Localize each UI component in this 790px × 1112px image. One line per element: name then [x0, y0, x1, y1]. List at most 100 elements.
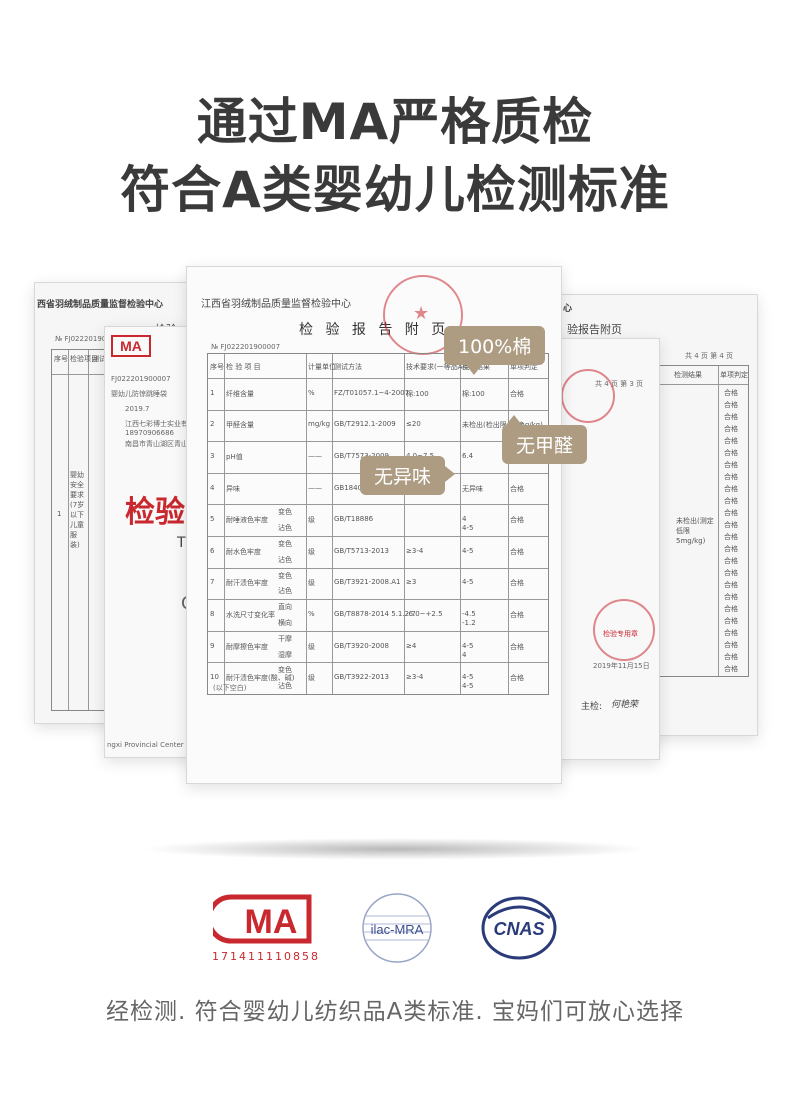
doc-right2-sign: 主检: — [581, 702, 603, 712]
table-cell-no: 9 — [210, 641, 215, 650]
doc-right-judge-cell: 合格 — [724, 665, 738, 673]
doc-right-judge-cell: 合格 — [724, 389, 738, 397]
cover-big-title: 检验 — [125, 495, 185, 530]
bubble-cotton: 100%棉 — [444, 326, 546, 375]
table-cell-req: ≥3-4 — [406, 673, 424, 682]
table-header-cell: 计量单位 — [308, 363, 336, 371]
doc-left-header: 西省羽绒制品质量监督检验中心 — [37, 300, 164, 310]
table-row-line — [208, 567, 548, 569]
doc-right-judge-cell: 合格 — [724, 617, 738, 625]
table-cell-method: GB/T3922-2013 — [334, 673, 390, 682]
table-cell-judge: 合格 — [510, 389, 524, 398]
bubble-cotton-text: 100%棉 — [458, 336, 532, 358]
red-stamp-small — [561, 369, 615, 423]
red-stamp — [383, 275, 463, 355]
table-cell-judge: 合格 — [510, 484, 524, 493]
table-cell-unit: 级 — [308, 642, 315, 651]
bubble-odor-text: 无异味 — [374, 466, 432, 488]
table-cell-req: ≥4 — [406, 641, 417, 650]
table-cell-no: 7 — [210, 578, 215, 587]
table-cell-no: 1 — [210, 388, 215, 397]
table-column-line — [332, 354, 333, 694]
doc-right-table: 检测结果 单项判定 未检出(测定低限5mg/kg) 合格合格合格合格合格合格合格… — [659, 365, 749, 677]
table-cell-unit: 级 — [308, 674, 315, 683]
doc-right-judge-cell: 合格 — [724, 545, 738, 553]
doc-right2-page: 共 4 页 第 3 页 — [595, 380, 644, 388]
cover-row-1: FJ022201900007 — [111, 375, 171, 383]
table-header-cell: 测试方法 — [334, 363, 362, 371]
table-cell-method: GB/T3920-2008 — [334, 641, 390, 650]
table-column-line — [404, 354, 405, 694]
table-column-line — [460, 354, 461, 694]
table-row-line — [208, 630, 548, 632]
table-cell-judge: 合格 — [510, 516, 524, 525]
doc-right-judge-cell: 合格 — [724, 425, 738, 433]
doc-left-no: № FJ022201900 — [55, 335, 111, 343]
table-cell-method: GB/T5713-2013 — [334, 546, 390, 555]
cma-logo-text: MA — [245, 903, 298, 941]
table-cell-item: 水洗尺寸变化率 — [226, 611, 275, 619]
bubble-formaldehyde: 无甲醛 — [502, 415, 588, 464]
footer-slogan: 经检测. 符合婴幼儿纺织品A类标准. 宝妈们可放心选择 — [106, 999, 684, 1025]
table-cell-sub2: 湿摩 — [278, 650, 292, 659]
cover-row-2: 婴幼儿防惊跳睡袋 — [111, 390, 167, 398]
table-header-cell: 单项判定 — [510, 363, 538, 371]
doc-right-judge-cell: 合格 — [724, 437, 738, 445]
table-cell-result2: 4 — [462, 650, 467, 659]
doc-right-judge-cell: 合格 — [724, 581, 738, 589]
table-row-line — [208, 536, 548, 537]
doc-right-note: 未检出(测定低限5mg/kg) — [676, 517, 714, 545]
table-cell-item: 耐水色牢度 — [226, 547, 261, 556]
main-doc-footnote: (以下空白) — [213, 684, 247, 692]
table-row-line — [208, 599, 548, 601]
table-cell-unit: mg/kg — [308, 420, 331, 429]
doc-right-judge-cell: 合格 — [724, 449, 738, 457]
table-cell-result: -4.5 — [462, 610, 476, 618]
doc-right-judge-cell: 合格 — [724, 521, 738, 529]
doc-right-center: 心 — [563, 304, 573, 314]
table-cell-method: FZ/T01057.1~4-2007 — [334, 388, 410, 397]
doc-right-judge-cell: 合格 — [724, 401, 738, 409]
table-cell-item: 甲醛含量 — [226, 421, 254, 430]
table-column-line — [508, 354, 509, 694]
table-cell-method: GB/T7573-2009 — [334, 452, 390, 460]
table-cell-result: 无异味 — [462, 484, 483, 493]
headline-line-2: 符合A类婴幼儿检测标准 — [120, 161, 670, 219]
table-cell-method: GB/T8878-2014 5.1.2.7 — [334, 610, 416, 618]
table-header-cell: 技术要求(一等品A类) — [406, 363, 473, 371]
table-cell-no: 6 — [210, 546, 215, 555]
cover-t: T — [177, 535, 186, 551]
cover-footer: ngxi Provincial Center for — [107, 741, 196, 749]
table-cell-sub2: 沾色 — [278, 524, 292, 533]
doc-right-judge-cell: 合格 — [724, 557, 738, 565]
table-cell-method: GB/T18886 — [334, 515, 374, 524]
doc-right-title: 验报告附页 — [567, 323, 622, 336]
red-stamp-bottom — [593, 599, 655, 661]
doc-right-judge-cell: 合格 — [724, 653, 738, 661]
table-cell-req: 棉:100 — [406, 389, 429, 398]
cnas-logo-text: CNAS — [493, 919, 544, 939]
doc-right-col-judge: 单项判定 — [720, 371, 748, 379]
cover-row-3: 2019.7 — [125, 405, 150, 413]
cma-small-logo: MA — [111, 335, 151, 357]
table-cell-sub2: 沾色 — [278, 587, 292, 596]
table-cell-result2: 4-5 — [462, 524, 474, 533]
cma-number: 171411110858 — [212, 950, 320, 963]
table-cell-sub1: 干摩 — [278, 634, 292, 643]
headline-line-1: 通过MA严格质检 — [196, 93, 594, 151]
table-cell-result2: -1.2 — [462, 619, 476, 627]
doc-right-judge-cell: 合格 — [724, 605, 738, 613]
table-cell-result: 4-5 — [462, 546, 474, 555]
documents-shadow — [140, 838, 650, 860]
table-cell-judge: 合格 — [510, 579, 524, 588]
table-cell-unit: —— — [308, 483, 322, 492]
table-cell-result: 4-5 — [462, 578, 474, 587]
doc-right-judge-cell: 合格 — [724, 497, 738, 505]
table-cell-method: GB/T2912.1-2009 — [334, 420, 396, 429]
stamp-star-icon: ★ — [413, 303, 430, 324]
doc-right-judge-cell: 合格 — [724, 413, 738, 421]
table-cell-unit: % — [308, 610, 315, 618]
table-cell-result: 4-5 — [462, 641, 474, 650]
doc-right-col-result: 检测结果 — [674, 371, 702, 379]
table-cell-unit: 级 — [308, 579, 315, 588]
